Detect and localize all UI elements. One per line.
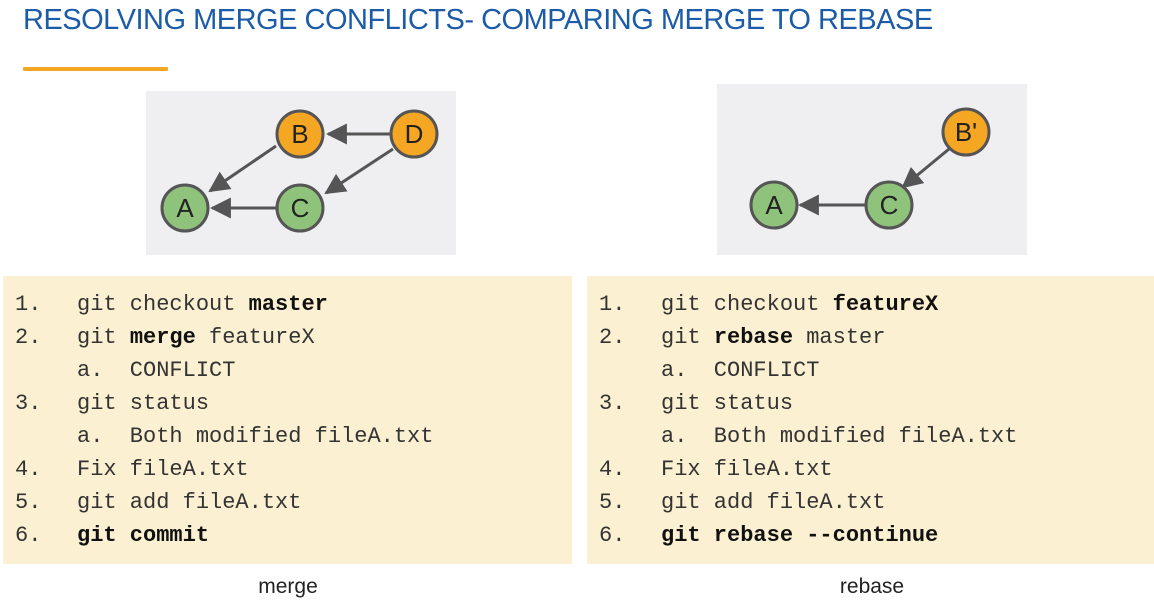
step-number: 6. (599, 523, 626, 548)
step-number: 1. (15, 292, 42, 317)
step-text-plain: git add fileA.txt (77, 490, 302, 515)
edge-b-to-a (208, 144, 277, 193)
step-text-plain: Fix fileA.txt (77, 457, 249, 482)
step-row: 6. git commit (3, 519, 572, 552)
step-text: git checkout featureX (661, 288, 938, 321)
step-row: 2. git merge featureX (3, 321, 572, 354)
step-text-bold: featureX (832, 292, 939, 317)
merge-steps-panel: 1. git checkout master 2. git merge feature… (3, 276, 572, 564)
step-text: a. Both modified fileA.txt (661, 420, 1017, 453)
node-a: A (160, 183, 210, 233)
step-row: 4. Fix fileA.txt (3, 453, 572, 486)
step-text-plain: git add fileA.txt (661, 490, 886, 515)
step-text-plain: featureX (195, 325, 315, 350)
edge-d-to-c (324, 147, 394, 195)
step-text-plain: a. Both modified fileA.txt (661, 424, 1018, 449)
step-row: 5. git add fileA.txt (3, 486, 572, 519)
node-b: B (275, 109, 325, 159)
step-text-plain: git checkout (77, 292, 249, 317)
step-text: a. CONFLICT (661, 354, 819, 387)
step-number: 2. (599, 325, 626, 350)
step-text: Fix fileA.txt (77, 453, 249, 486)
node-c: C (864, 180, 914, 230)
step-text: git add fileA.txt (661, 486, 885, 519)
step-row: 3. git status (587, 387, 1154, 420)
svg-text:D: D (405, 119, 424, 149)
step-text-plain: a. CONFLICT (661, 358, 820, 383)
node-c: C (275, 183, 325, 233)
rebase-caption: rebase (839, 575, 905, 598)
step-text-bold: merge (129, 325, 196, 350)
step-text-plain: master (793, 325, 886, 350)
step-number: 4. (599, 457, 626, 482)
step-text-bold: git commit (77, 523, 210, 548)
step-text-plain: git (661, 325, 714, 350)
node-a: A (749, 180, 799, 230)
step-row: 4. Fix fileA.txt (587, 453, 1154, 486)
sub-step-row: a. CONFLICT (587, 354, 1154, 387)
step-text-plain: git checkout (661, 292, 833, 317)
slide-title: RESOLVING MERGE CONFLICTS- COMPARING MER… (23, 4, 933, 36)
step-text: git add fileA.txt (77, 486, 301, 519)
step-text-bold: rebase (713, 325, 794, 350)
svg-text:C: C (291, 193, 310, 223)
svg-text:A: A (176, 193, 194, 223)
step-number: 3. (15, 391, 42, 416)
step-number: 4. (15, 457, 42, 482)
svg-text:B': B' (955, 117, 977, 147)
title-underline (23, 67, 168, 71)
step-number: 6. (15, 523, 42, 548)
step-text: git checkout master (77, 288, 328, 321)
merge-diagram: A B C D (146, 91, 456, 255)
step-text-plain: git status (77, 391, 210, 416)
node-b-prime: B' (941, 107, 991, 157)
edge-bprime-to-c (901, 147, 950, 189)
svg-text:A: A (765, 190, 783, 220)
node-d: D (389, 109, 439, 159)
step-row: 2. git rebase master (587, 321, 1154, 354)
svg-text:B: B (291, 119, 308, 149)
sub-step-row: a. CONFLICT (3, 354, 572, 387)
merge-graph: A B C D (160, 109, 439, 233)
step-text: git merge featureX (77, 321, 315, 354)
step-text: a. Both modified fileA.txt (77, 420, 433, 453)
step-text: git status (661, 387, 793, 420)
step-text-plain: git (77, 325, 130, 350)
rebase-diagram: A C B' (717, 84, 1027, 255)
step-number: 3. (599, 391, 626, 416)
rebase-graph: A C B' (749, 107, 991, 230)
sub-step-row: a. Both modified fileA.txt (587, 420, 1154, 453)
step-text: git status (77, 387, 209, 420)
step-row: 3. git status (3, 387, 572, 420)
step-number: 5. (599, 490, 626, 515)
step-number: 5. (15, 490, 42, 515)
step-text: git rebase master (661, 321, 885, 354)
step-number: 2. (15, 325, 42, 350)
step-text-bold: master (248, 292, 328, 317)
svg-text:C: C (880, 190, 899, 220)
step-row: 5. git add fileA.txt (587, 486, 1154, 519)
merge-caption: merge (258, 575, 318, 598)
step-text-plain: a. Both modified fileA.txt (77, 424, 434, 449)
step-text: Fix fileA.txt (661, 453, 833, 486)
step-row: 1. git checkout featureX (587, 288, 1154, 321)
rebase-steps-panel: 1. git checkout featureX 2. git rebase mast… (587, 276, 1154, 564)
sub-step-row: a. Both modified fileA.txt (3, 420, 572, 453)
step-text-bold: git rebase --continue (661, 523, 939, 548)
step-row: 1. git checkout master (3, 288, 572, 321)
step-text-plain: git status (661, 391, 794, 416)
step-text: git commit (77, 519, 209, 552)
step-number: 1. (599, 292, 626, 317)
step-row: 6. git rebase --continue (587, 519, 1154, 552)
step-text-plain: Fix fileA.txt (661, 457, 833, 482)
step-text: git rebase --continue (661, 519, 938, 552)
step-text-plain: a. CONFLICT (77, 358, 236, 383)
step-text: a. CONFLICT (77, 354, 235, 387)
